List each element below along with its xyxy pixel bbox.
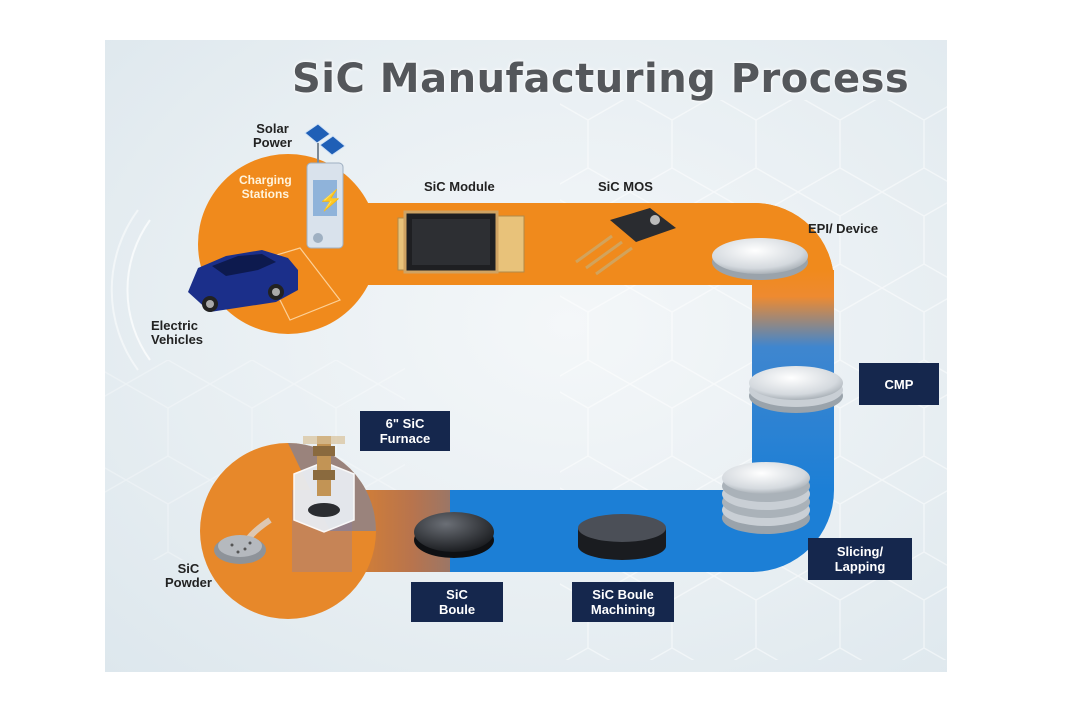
sic-powder-icon — [214, 517, 272, 564]
sic-module-label: SiC Module — [424, 179, 495, 194]
slicing-step-box: Slicing/Lapping — [808, 538, 912, 580]
machined-boule-icon — [578, 514, 666, 560]
sic-mos-icon — [575, 208, 676, 276]
epi-device-label: EPI/ Device — [808, 221, 879, 236]
electric-car-icon — [188, 250, 298, 312]
cmp-step-box: CMP — [859, 363, 939, 405]
sliced-wafers-icon — [722, 462, 810, 534]
furnace-icon — [293, 436, 355, 533]
page-title: SiC Manufacturing Process — [292, 56, 910, 102]
svg-text:⚡: ⚡ — [318, 188, 343, 212]
sic-module-icon — [397, 210, 525, 274]
charging-station-icon: ⚡ — [259, 162, 344, 321]
sic-mos-label: SiC MOS — [598, 179, 653, 194]
sic-boule-icon — [414, 512, 494, 558]
epi-wafer-icon — [712, 238, 808, 280]
cmp-wafer-icon — [749, 366, 843, 413]
